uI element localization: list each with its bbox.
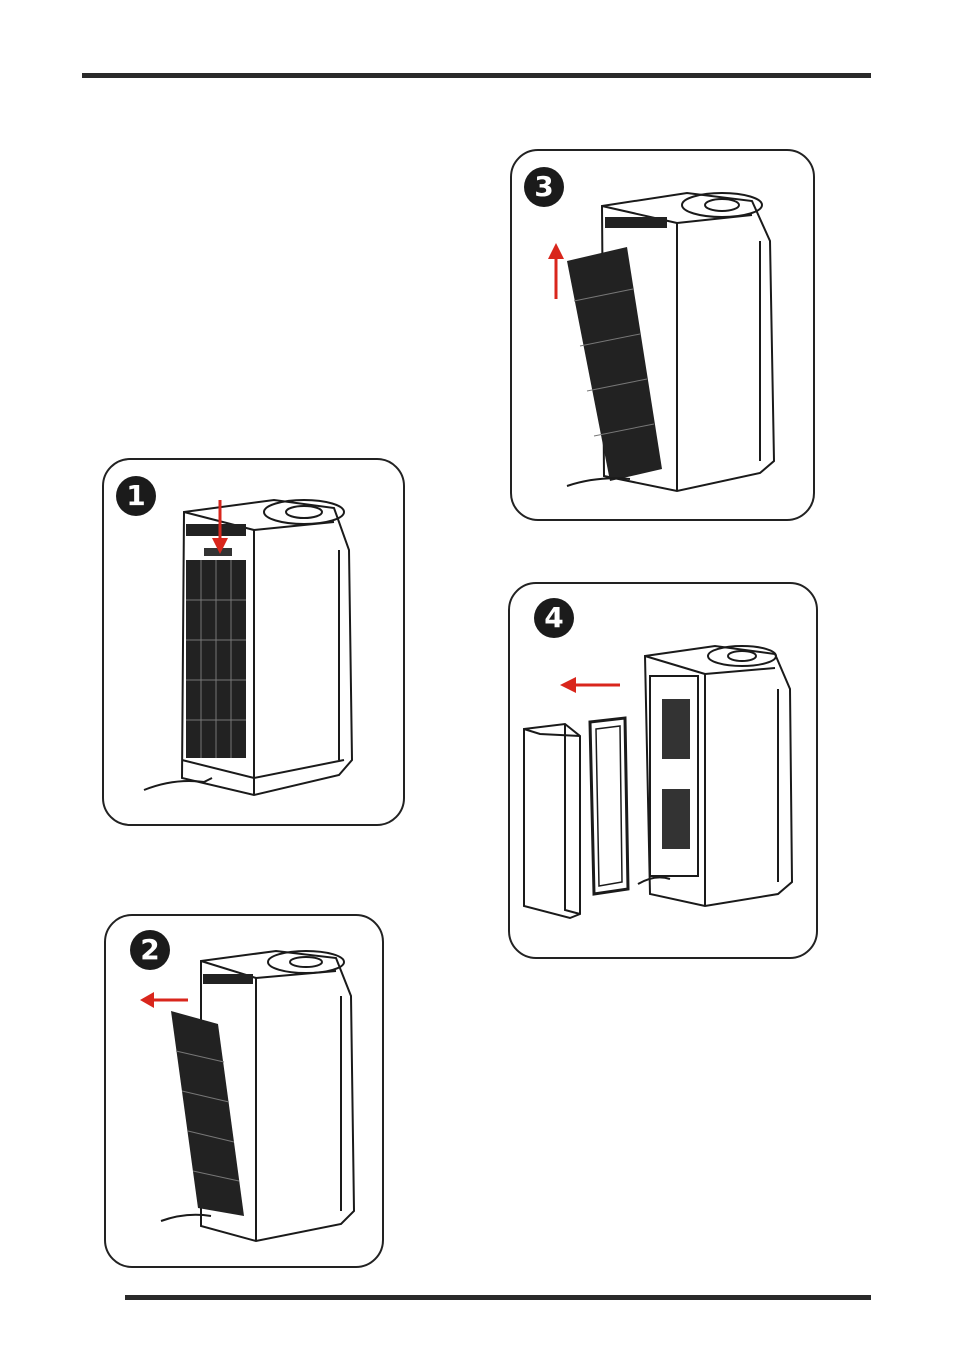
air-purifier-illustration: [510, 584, 820, 961]
step-1-panel: 1: [102, 458, 405, 826]
step-4-panel: 4: [508, 582, 818, 959]
step-2-panel: 2: [104, 914, 384, 1268]
top-rule: [82, 73, 871, 78]
air-purifier-illustration: [512, 151, 817, 523]
bottom-rule: [125, 1295, 871, 1300]
air-purifier-illustration: [106, 916, 386, 1270]
air-purifier-illustration: [104, 460, 407, 828]
step-3-panel: 3: [510, 149, 815, 521]
